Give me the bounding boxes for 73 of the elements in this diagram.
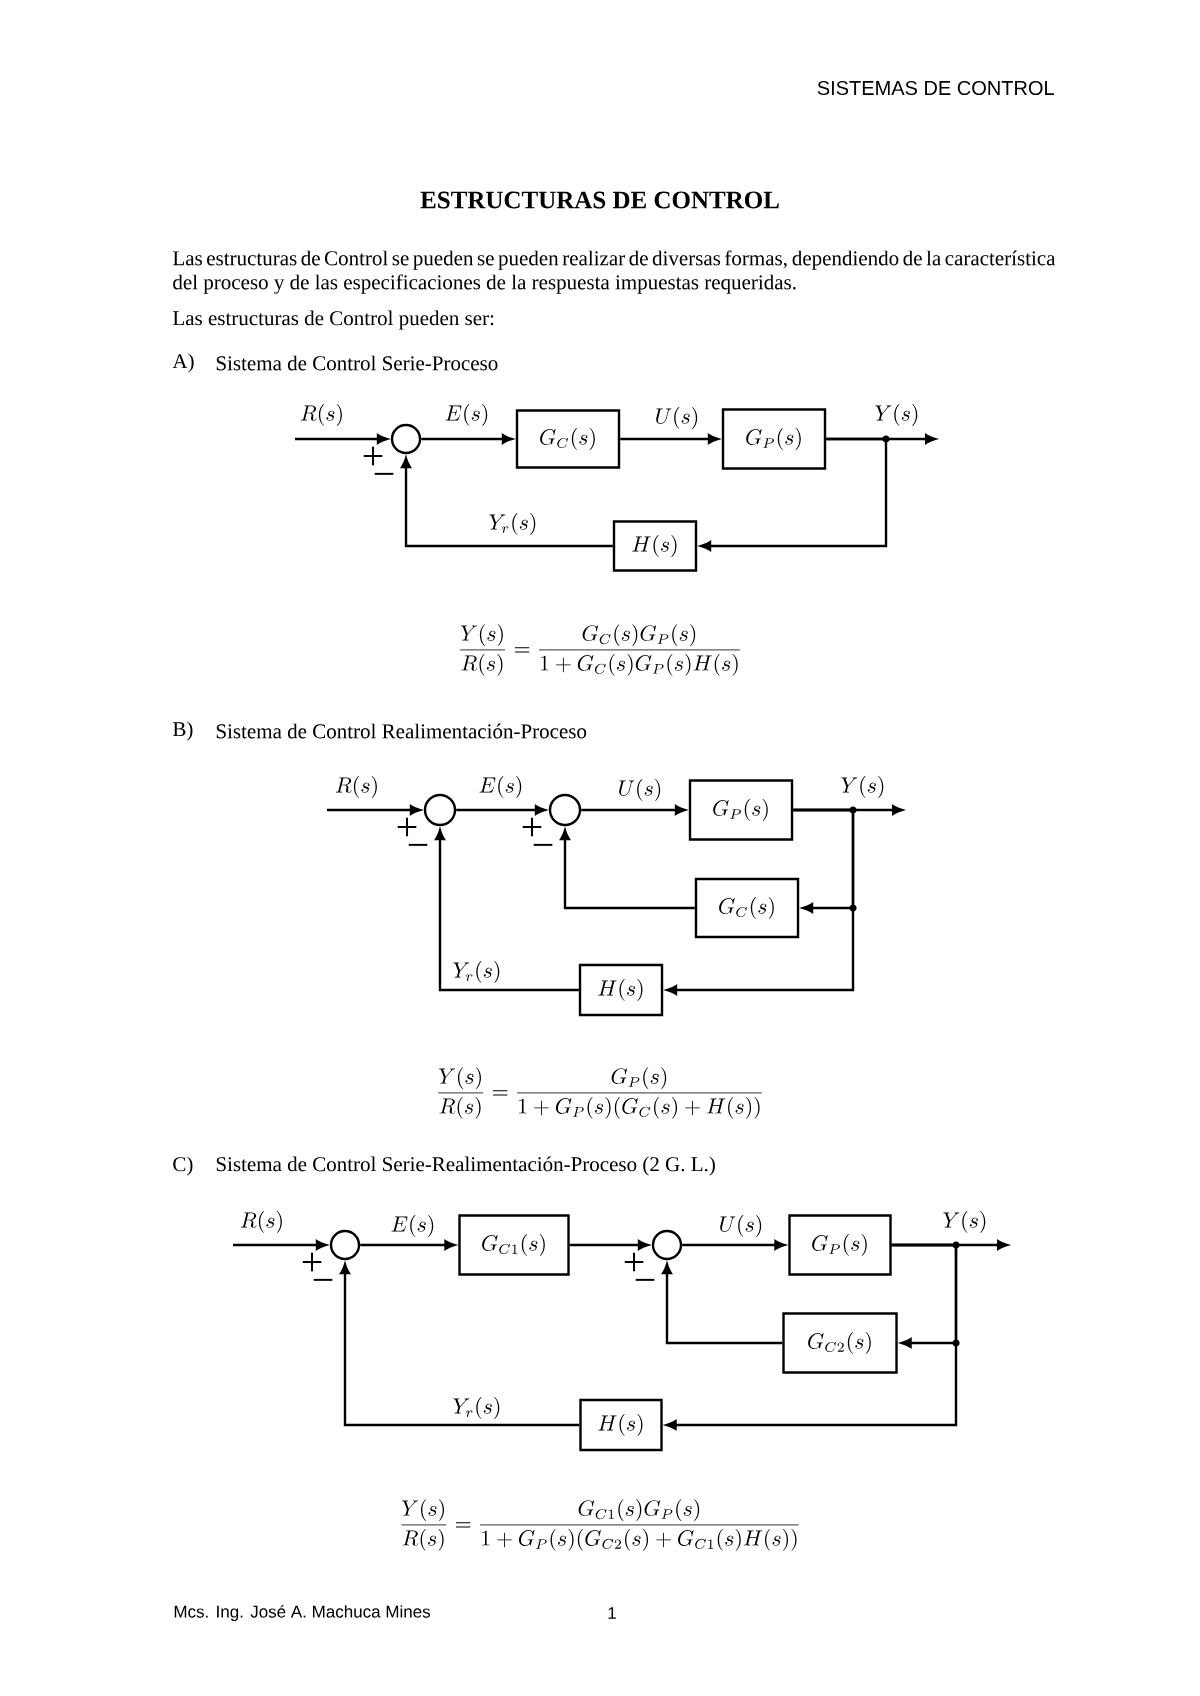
arrow (295, 434, 388, 444)
page-header: SISTEMAS DE CONTROL (817, 80, 1054, 96)
sign-symbol: − (313, 1278, 333, 1281)
signal-label: $R(s)$ (240, 1211, 282, 1233)
signal-label: $E(s)$ (391, 1215, 434, 1237)
signal-label: $U(s)$ (656, 407, 698, 429)
sign-symbol: − (533, 843, 553, 846)
section-heading: Sistema de Control Serie-Realimentación-Proceso (2 G. L.) (216, 1156, 715, 1176)
sign-symbol: + (302, 1252, 322, 1272)
signal-label: $Y(s)$ (943, 1211, 986, 1233)
arrow (233, 1240, 327, 1250)
arrow (569, 1240, 649, 1250)
arrow (360, 1240, 456, 1250)
transfer-block: $H(s)$ (612, 520, 698, 572)
summing-junction (329, 1229, 361, 1261)
arrow (421, 434, 513, 444)
title: ESTRUCTURAS DE CONTROL (420, 191, 779, 209)
transfer-block: $G_P(s)$ (721, 408, 827, 470)
section-letter: C) (173, 1156, 193, 1176)
formula: $\frac{Y(s)}{R(s)}=\frac{G_P(s)}{1+G_P(s)(G_C(s)+H(s))}$ (438, 1067, 762, 1119)
signal-label: $Y(s)$ (875, 404, 918, 426)
arrow (401, 457, 613, 548)
paragraph: Las estructuras de Control pueden ser: (173, 310, 494, 330)
page-number: 1 (608, 1607, 616, 1619)
summing-junction (651, 1229, 683, 1261)
summing-junction (423, 793, 457, 827)
transfer-block: $H(s)$ (579, 1398, 663, 1452)
signal-label: $E(s)$ (445, 404, 488, 426)
footer-author: Mcs. Ing. José A. Machuca Mines (174, 1605, 431, 1621)
signal-label: $R(s)$ (335, 776, 377, 798)
transfer-block: $G_C(s)$ (694, 877, 800, 939)
signal-label: $Y_r(s)$ (453, 1397, 500, 1419)
arrow (340, 1263, 580, 1427)
section-heading: Sistema de Control Serie-Proceso (216, 355, 498, 371)
transfer-block: $H(s)$ (578, 963, 664, 1017)
formula: $\frac{Y(s)}{R(s)}=\frac{G_C(s)G_P(s)}{1+G_C(s)G_P(s)H(s)}$ (460, 624, 740, 676)
transfer-block: $G_{C2}(s)$ (782, 1312, 898, 1374)
sign-symbol: + (363, 446, 383, 466)
arrow (662, 1263, 783, 1345)
arrow (560, 829, 695, 910)
formula: $\frac{Y(s)}{R(s)}=\frac{G_{C1}(s)G_P(s)}{1+G_P(s)(G_{C2}(s)+G_{C1}(s)H(s))}$ (401, 1499, 799, 1551)
transfer-block: $G_C(s)$ (515, 409, 621, 469)
section-letter: A) (172, 353, 194, 373)
arrow (435, 829, 579, 992)
sign-symbol: − (408, 843, 428, 846)
signal-label: $U(s)$ (720, 1215, 762, 1237)
sign-symbol: − (635, 1278, 655, 1281)
transfer-block: $G_{C1}(s)$ (458, 1214, 570, 1276)
section-heading: Sistema de Control Realimentación-Proceso (216, 723, 587, 739)
signal-label: $Y(s)$ (841, 776, 884, 798)
summing-junction (390, 423, 422, 455)
paragraph: Las estructuras de Control se pueden se pueden realizar de diversas formas, dependiendo de la característica del proceso y de las especificaciones de la respuesta impuestas requeridas. (173, 250, 1056, 294)
transfer-block: $G_P(s)$ (688, 779, 794, 841)
sign-symbol: + (624, 1252, 644, 1272)
sign-symbol: + (397, 817, 417, 837)
signal-label: $R(s)$ (300, 404, 342, 426)
transfer-block: $G_P(s)$ (788, 1214, 892, 1276)
signal-label: $E(s)$ (479, 776, 522, 798)
arrow (666, 808, 855, 995)
arrow (327, 805, 421, 815)
arrow (682, 1240, 786, 1250)
signal-label: $Y_r(s)$ (453, 961, 500, 983)
arrow (700, 437, 888, 551)
sign-symbol: − (374, 472, 394, 475)
signal-label: $Y_r(s)$ (489, 513, 536, 535)
sign-symbol: + (522, 817, 542, 837)
section-letter: B) (173, 721, 193, 741)
arrow (620, 434, 719, 444)
signal-label: $U(s)$ (619, 779, 661, 801)
summing-junction (548, 793, 582, 827)
arrow (456, 805, 546, 815)
arrow (581, 805, 686, 815)
arrow (665, 1243, 958, 1430)
